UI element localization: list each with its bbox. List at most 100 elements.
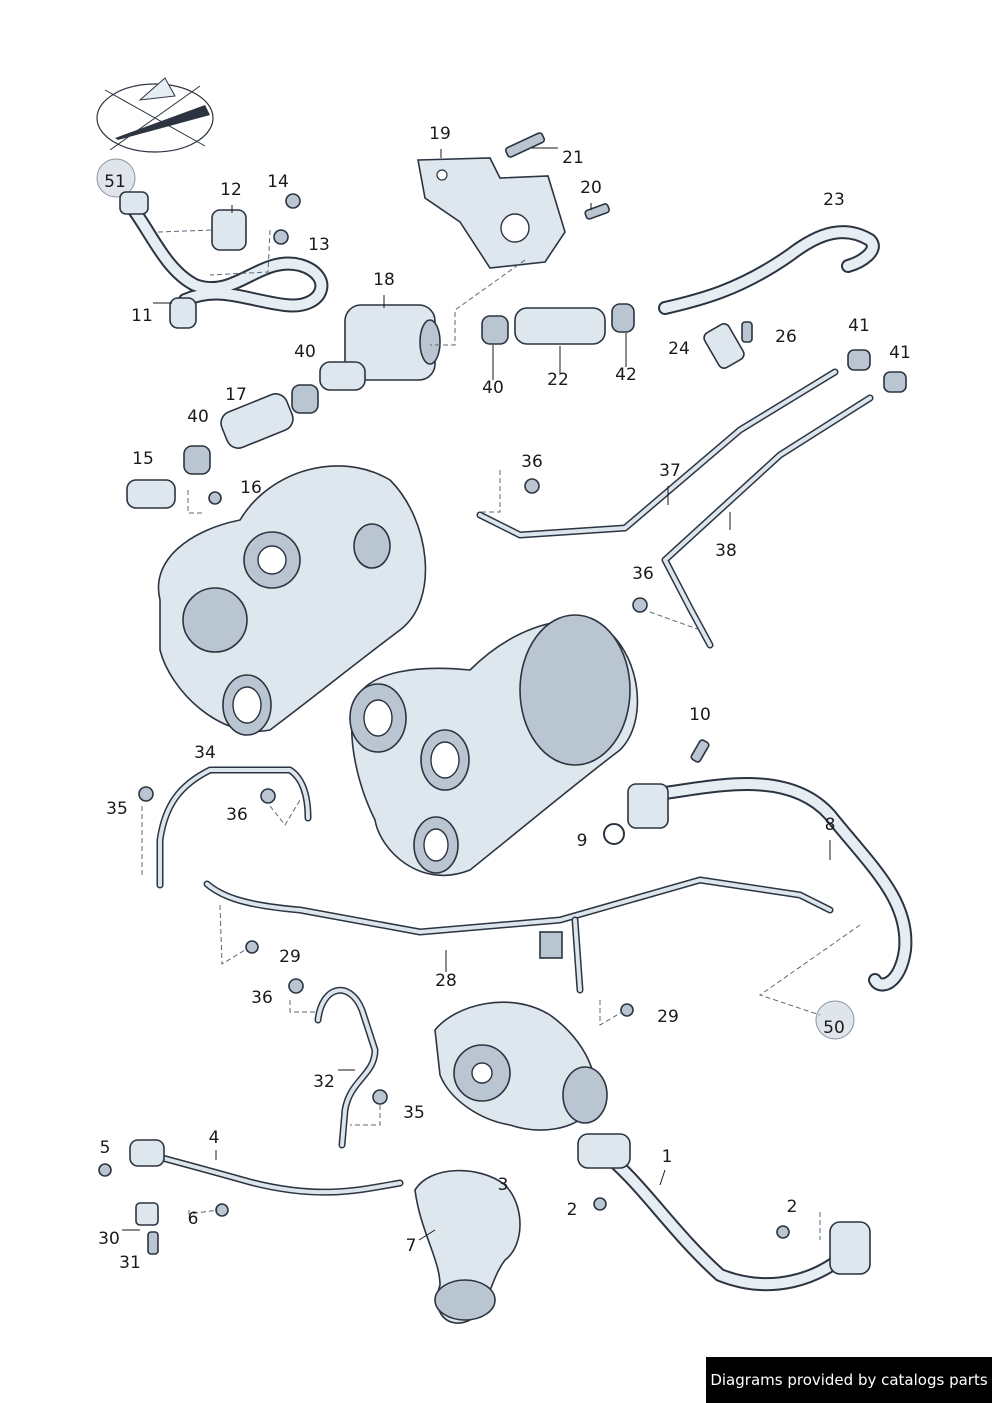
callout-18: 18: [373, 270, 395, 290]
callout-36: 36: [521, 452, 543, 472]
bracket-24: [703, 323, 745, 369]
callout-36: 36: [251, 988, 273, 1008]
bracket-30: [135, 1202, 159, 1226]
bolt-13: [273, 229, 289, 245]
pipe-37: [476, 368, 839, 539]
turbocharger-upper: [157, 465, 427, 736]
callout-34: 34: [194, 743, 216, 763]
bolt-2: [776, 1225, 790, 1239]
callout-41: 41: [848, 316, 870, 336]
callout-20: 20: [580, 178, 602, 198]
callout-8: 8: [825, 815, 836, 835]
callout-1: 1: [662, 1147, 673, 1167]
callout-38: 38: [715, 541, 737, 561]
bracket-19: [417, 157, 566, 269]
bolt-16: [208, 491, 222, 505]
clamp-41: [847, 349, 871, 371]
callout-4: 4: [209, 1128, 220, 1148]
callout-40: 40: [482, 378, 504, 398]
bolt-36: [632, 597, 648, 613]
bolt-14: [285, 193, 301, 209]
bolt-20: [584, 203, 610, 220]
bolt-6: [215, 1203, 229, 1217]
bolt-5: [98, 1163, 112, 1177]
bolt-26: [741, 321, 753, 343]
clamp-40: [481, 315, 509, 345]
callout-28: 28: [435, 971, 457, 991]
bolt-36: [524, 478, 540, 494]
hose-11: [119, 191, 329, 329]
callout-41: 41: [889, 343, 911, 363]
callout-13: 13: [308, 235, 330, 255]
clamp-41: [883, 371, 907, 393]
turbocharger-lower: [349, 614, 639, 877]
hose-17: [220, 393, 294, 449]
callout-12: 12: [220, 180, 242, 200]
connector-12: [211, 209, 247, 251]
bolt-35: [372, 1089, 388, 1105]
callout-35: 35: [106, 799, 128, 819]
callout-15: 15: [132, 449, 154, 469]
callout-50: 50: [823, 1018, 845, 1038]
callout-3: 3: [498, 1175, 509, 1195]
pipe-38: [661, 394, 874, 649]
pipe-32: [314, 986, 379, 1149]
leader-lines: [122, 147, 831, 1241]
pipe-4: [129, 1139, 404, 1196]
pump-18: [319, 304, 441, 391]
hose-22: [514, 307, 606, 345]
callout-9: 9: [577, 831, 588, 851]
callout-42: 42: [615, 365, 637, 385]
bolt-10: [690, 739, 710, 763]
callout-6: 6: [188, 1209, 199, 1229]
callout-2: 2: [567, 1200, 578, 1220]
callout-22: 22: [547, 370, 569, 390]
bolt-31: [147, 1231, 159, 1255]
hose-23: [658, 225, 880, 315]
callout-37: 37: [659, 461, 681, 481]
callout-17: 17: [225, 385, 247, 405]
bolt-35: [138, 786, 154, 802]
callout-11: 11: [131, 306, 153, 326]
orientation-symbol: [96, 77, 214, 153]
callout-19: 19: [429, 124, 451, 144]
water-pump-housing: [434, 1001, 608, 1131]
pipe-28: [203, 876, 834, 994]
clamp-40: [183, 445, 211, 475]
credit-banner: Diagrams provided by catalogs parts: [706, 1357, 992, 1403]
callout-23: 23: [823, 190, 845, 210]
callout-21: 21: [562, 148, 584, 168]
callout-26: 26: [775, 327, 797, 347]
callout-29: 29: [279, 947, 301, 967]
callout-16: 16: [240, 478, 262, 498]
bolt-36: [288, 978, 304, 994]
callout-36: 36: [632, 564, 654, 584]
thermostat-housing: [414, 1169, 521, 1324]
callout-24: 24: [668, 339, 690, 359]
callout-14: 14: [267, 172, 289, 192]
callout-31: 31: [119, 1253, 141, 1273]
callout-29: 29: [657, 1007, 679, 1027]
callout-10: 10: [689, 705, 711, 725]
pipe-1: [577, 1133, 871, 1292]
callout-2: 2: [787, 1197, 798, 1217]
clamp-40: [291, 384, 319, 414]
bolt-29: [245, 940, 259, 954]
callout-40: 40: [294, 342, 316, 362]
callout-51: 51: [104, 172, 126, 192]
reference-ball-50: [815, 1000, 855, 1040]
callout-7: 7: [406, 1236, 417, 1256]
clamp-42: [611, 303, 635, 333]
callout-40: 40: [187, 407, 209, 427]
bolt-36: [260, 788, 276, 804]
callout-30: 30: [98, 1229, 120, 1249]
bolt-2: [593, 1197, 607, 1211]
callout-36: 36: [226, 805, 248, 825]
o-ring-9: [603, 823, 625, 845]
pipe-8: [627, 777, 913, 992]
reference-ball-51: [96, 158, 136, 198]
callout-5: 5: [100, 1138, 111, 1158]
callout-35: 35: [403, 1103, 425, 1123]
